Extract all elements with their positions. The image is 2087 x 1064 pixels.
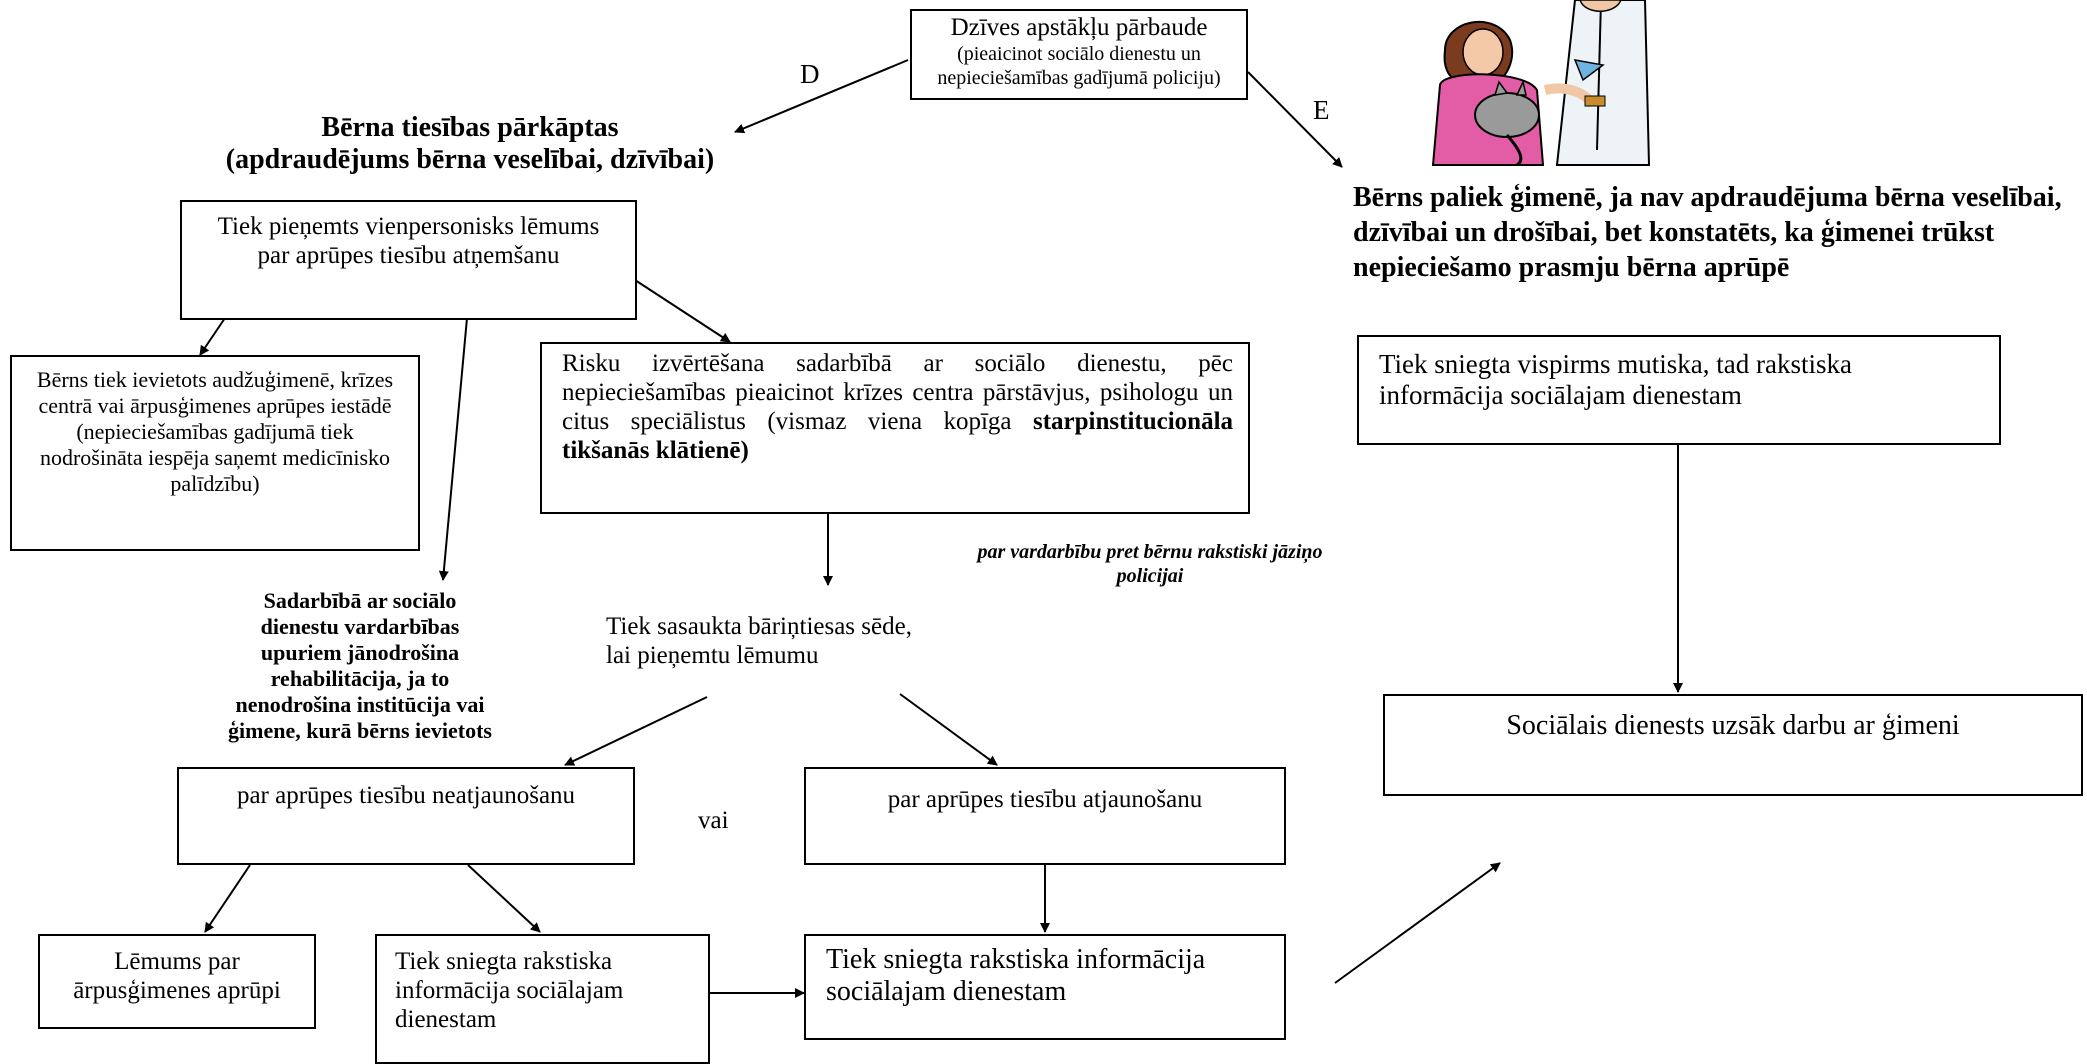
arrow-notrestore-to-writteninfo bbox=[467, 864, 541, 933]
restore-rights-box: par aprūpes tiesību atjaunošanu bbox=[804, 767, 1286, 865]
police-report-note-1: par vardarbību pret bērnu rakstiski jāzi… bbox=[977, 541, 1323, 563]
sole-decision-box: Tiek pieņemts vienpersonisks lēmums par … bbox=[180, 200, 637, 320]
orphan-court-session: Tiek sasaukta bāriņtiesas sēde, lai pieņ… bbox=[606, 612, 1026, 670]
written-info-large-line-2: sociālajam dienestam bbox=[826, 976, 1067, 1007]
orphan-court-line-2: lai pieņemtu lēmumu bbox=[606, 642, 819, 669]
branch-label-e: E bbox=[1313, 95, 1330, 125]
arrow-decision-to-rehab bbox=[438, 317, 468, 581]
sole-decision-line-1: Tiek pieņemts vienpersonisks lēmums bbox=[217, 213, 600, 240]
rehabilitation-note-text: Sadarbībā ar sociālo dienestu vardarbība… bbox=[228, 588, 492, 743]
living-conditions-check-box: Dzīves apstākļu pārbaude (pieaicinot soc… bbox=[910, 9, 1248, 100]
child-placement-text: Bērns tiek ievietots audžuģimenē, krīzes… bbox=[36, 367, 394, 496]
rights-violated-heading-1: Bērna tiesības pārkāptas bbox=[321, 112, 619, 143]
police-report-note: par vardarbību pret bērnu rakstiski jāzi… bbox=[940, 540, 1360, 588]
oral-written-info-text: Tiek sniegta vispirms mutiska, tad rakst… bbox=[1379, 349, 1852, 410]
rights-violated-heading: Bērna tiesības pārkāptas (apdraudējums b… bbox=[170, 112, 770, 176]
arrow-to-social-service bbox=[1334, 862, 1501, 984]
arrow-court-to-notrestore bbox=[564, 696, 708, 766]
living-conditions-note-2: nepieciešamības gadījumā policiju) bbox=[937, 67, 1221, 89]
out-of-home-care-line-2: ārpusģimenes aprūpi bbox=[73, 977, 281, 1004]
arrow-decision-to-risk bbox=[634, 279, 731, 343]
oral-written-info-box: Tiek sniegta vispirms mutiska, tad rakst… bbox=[1357, 335, 2001, 445]
arrow-notrestore-to-outofhome bbox=[204, 864, 251, 933]
out-of-home-care-box: Lēmums par ārpusģimenes aprūpi bbox=[38, 934, 316, 1029]
rights-violated-heading-2: (apdraudējums bērna veselībai, dzīvībai) bbox=[225, 144, 715, 175]
child-stays-in-family-text: Bērns paliek ģimenē, ja nav apdraudējuma… bbox=[1353, 182, 2062, 283]
doctor-child-cat-icon bbox=[1431, 0, 1651, 167]
written-info-box-large: Tiek sniegta rakstiska informācija sociā… bbox=[804, 934, 1286, 1040]
not-restore-rights-text: par aprūpes tiesību neatjaunošanu bbox=[236, 782, 576, 809]
sole-decision-line-2: par aprūpes tiesību atņemšanu bbox=[257, 242, 560, 269]
child-stays-in-family-heading: Bērns paliek ģimenē, ja nav apdraudējuma… bbox=[1353, 180, 2073, 285]
written-info-large-line-1: Tiek sniegta rakstiska informācija bbox=[826, 944, 1206, 975]
out-of-home-care-line-1: Lēmums par bbox=[114, 948, 240, 975]
written-info-box-small: Tiek sniegta rakstiska informācija sociā… bbox=[375, 934, 710, 1064]
risk-assessment-box: Risku izvērtēšana sadarbībā ar sociālo d… bbox=[540, 342, 1250, 514]
risk-assessment-meeting: starpinstitucionāla tikšanās klātienē) bbox=[562, 408, 1234, 464]
police-report-note-2: policijai bbox=[1116, 565, 1184, 587]
written-info-small-text: Tiek sniegta rakstiska informācija sociā… bbox=[395, 948, 624, 1033]
social-service-box: Sociālais dienests uzsāk darbu ar ģimeni bbox=[1383, 694, 2083, 796]
branch-label-d: D bbox=[800, 59, 820, 89]
child-placement-box: Bērns tiek ievietots audžuģimenē, krīzes… bbox=[10, 355, 420, 551]
or-label: vai bbox=[698, 807, 729, 834]
living-conditions-title: Dzīves apstākļu pārbaude bbox=[950, 14, 1208, 41]
risk-assessment-text: Risku izvērtēšana sadarbībā ar sociālo d… bbox=[562, 350, 1233, 435]
not-restore-rights-box: par aprūpes tiesību neatjaunošanu bbox=[177, 767, 635, 865]
arrow-court-to-restore bbox=[899, 693, 998, 766]
living-conditions-note-1: (pieaicinot sociālo dienestu un bbox=[957, 43, 1201, 65]
social-service-text: Sociālais dienests uzsāk darbu ar ģimeni bbox=[1506, 710, 1960, 741]
arrow-decision-to-placement bbox=[199, 317, 226, 356]
rehabilitation-note: Sadarbībā ar sociālo dienestu vardarbība… bbox=[225, 588, 495, 744]
restore-rights-text: par aprūpes tiesību atjaunošanu bbox=[887, 786, 1203, 813]
orphan-court-line-1: Tiek sasaukta bāriņtiesas sēde, bbox=[606, 613, 912, 640]
